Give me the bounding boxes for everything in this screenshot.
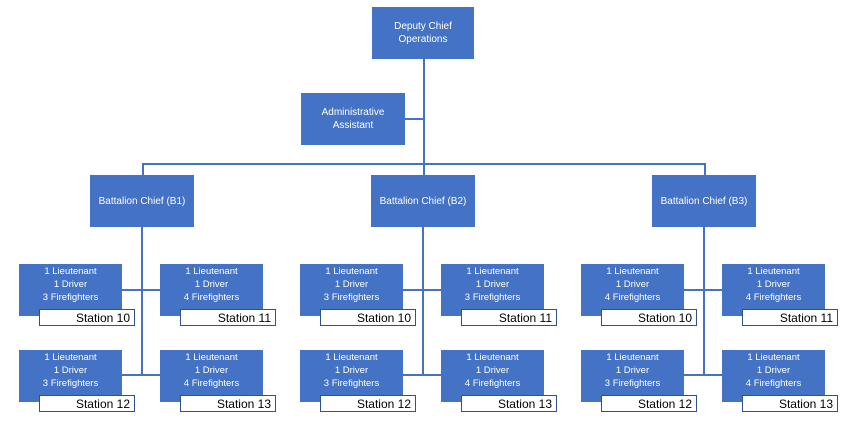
battalion-chief-box: Battalion Chief (B1) <box>90 175 194 227</box>
connector-line <box>703 227 705 376</box>
unit-crew-label: 1 Lieutenant 1 Driver 3 Firefighters <box>464 266 521 303</box>
unit-crew-box: 1 Lieutenant 1 Driver 3 Firefighters <box>300 264 403 316</box>
connector-line <box>684 374 724 376</box>
station-label: Station 11 <box>742 309 838 326</box>
unit-crew-label: 1 Lieutenant 1 Driver 4 Firefighters <box>183 352 240 389</box>
unit-crew-label: 1 Lieutenant 1 Driver 3 Firefighters <box>42 266 99 303</box>
connector-line <box>141 227 143 376</box>
battalion-chief-box: Battalion Chief (B2) <box>371 175 475 227</box>
station-label: Station 11 <box>180 309 276 326</box>
station-label: Station 12 <box>39 395 135 412</box>
station-label: Station 12 <box>320 395 416 412</box>
station-label: Station 10 <box>320 309 416 326</box>
connector-line <box>142 163 144 175</box>
station-label: Station 10 <box>601 309 697 326</box>
unit-crew-box: 1 Lieutenant 1 Driver 4 Firefighters <box>722 350 825 402</box>
station-label: Station 12 <box>601 395 697 412</box>
unit-crew-box: 1 Lieutenant 1 Driver 4 Firefighters <box>441 350 544 402</box>
unit-crew-label: 1 Lieutenant 1 Driver 4 Firefighters <box>745 352 802 389</box>
unit-crew-box: 1 Lieutenant 1 Driver 3 Firefighters <box>19 350 122 402</box>
unit-crew-label: 1 Lieutenant 1 Driver 3 Firefighters <box>42 352 99 389</box>
battalion-chief-label: Battalion Chief (B1) <box>98 195 186 207</box>
admin-assistant-label: Administrative Assistant <box>321 107 385 131</box>
battalion-chief-label: Battalion Chief (B3) <box>660 195 748 207</box>
unit-crew-box: 1 Lieutenant 1 Driver 4 Firefighters <box>160 350 263 402</box>
connector-line <box>403 289 443 291</box>
unit-crew-box: 1 Lieutenant 1 Driver 3 Firefighters <box>581 350 684 402</box>
connector-line <box>404 118 424 120</box>
unit-crew-box: 1 Lieutenant 1 Driver 4 Firefighters <box>722 264 825 316</box>
deputy-chief-box: Deputy Chief Operations <box>372 7 474 59</box>
unit-crew-box: 1 Lieutenant 1 Driver 4 Firefighters <box>581 264 684 316</box>
unit-crew-label: 1 Lieutenant 1 Driver 4 Firefighters <box>604 266 661 303</box>
battalion-chief-box: Battalion Chief (B3) <box>652 175 756 227</box>
connector-line <box>423 165 425 175</box>
station-label: Station 13 <box>742 395 838 412</box>
unit-crew-box: 1 Lieutenant 1 Driver 3 Firefighters <box>300 350 403 402</box>
connector-line <box>403 374 443 376</box>
station-label: Station 11 <box>461 309 557 326</box>
battalion-chief-label: Battalion Chief (B2) <box>379 195 467 207</box>
connector-line <box>422 227 424 376</box>
station-label: Station 13 <box>461 395 557 412</box>
unit-crew-box: 1 Lieutenant 1 Driver 4 Firefighters <box>160 264 263 316</box>
deputy-chief-label: Deputy Chief Operations <box>394 21 452 45</box>
unit-crew-label: 1 Lieutenant 1 Driver 4 Firefighters <box>183 266 240 303</box>
unit-crew-label: 1 Lieutenant 1 Driver 3 Firefighters <box>604 352 661 389</box>
unit-crew-label: 1 Lieutenant 1 Driver 4 Firefighters <box>464 352 521 389</box>
connector-line <box>142 163 705 165</box>
connector-line <box>684 289 724 291</box>
unit-crew-label: 1 Lieutenant 1 Driver 4 Firefighters <box>745 266 802 303</box>
unit-crew-box: 1 Lieutenant 1 Driver 3 Firefighters <box>441 264 544 316</box>
unit-crew-box: 1 Lieutenant 1 Driver 3 Firefighters <box>19 264 122 316</box>
unit-crew-label: 1 Lieutenant 1 Driver 3 Firefighters <box>323 352 380 389</box>
station-label: Station 10 <box>39 309 135 326</box>
connector-line <box>122 289 162 291</box>
admin-assistant-box: Administrative Assistant <box>301 93 405 145</box>
connector-line <box>122 374 162 376</box>
unit-crew-label: 1 Lieutenant 1 Driver 3 Firefighters <box>323 266 380 303</box>
connector-line <box>704 163 706 175</box>
connector-line <box>423 59 425 165</box>
station-label: Station 13 <box>180 395 276 412</box>
